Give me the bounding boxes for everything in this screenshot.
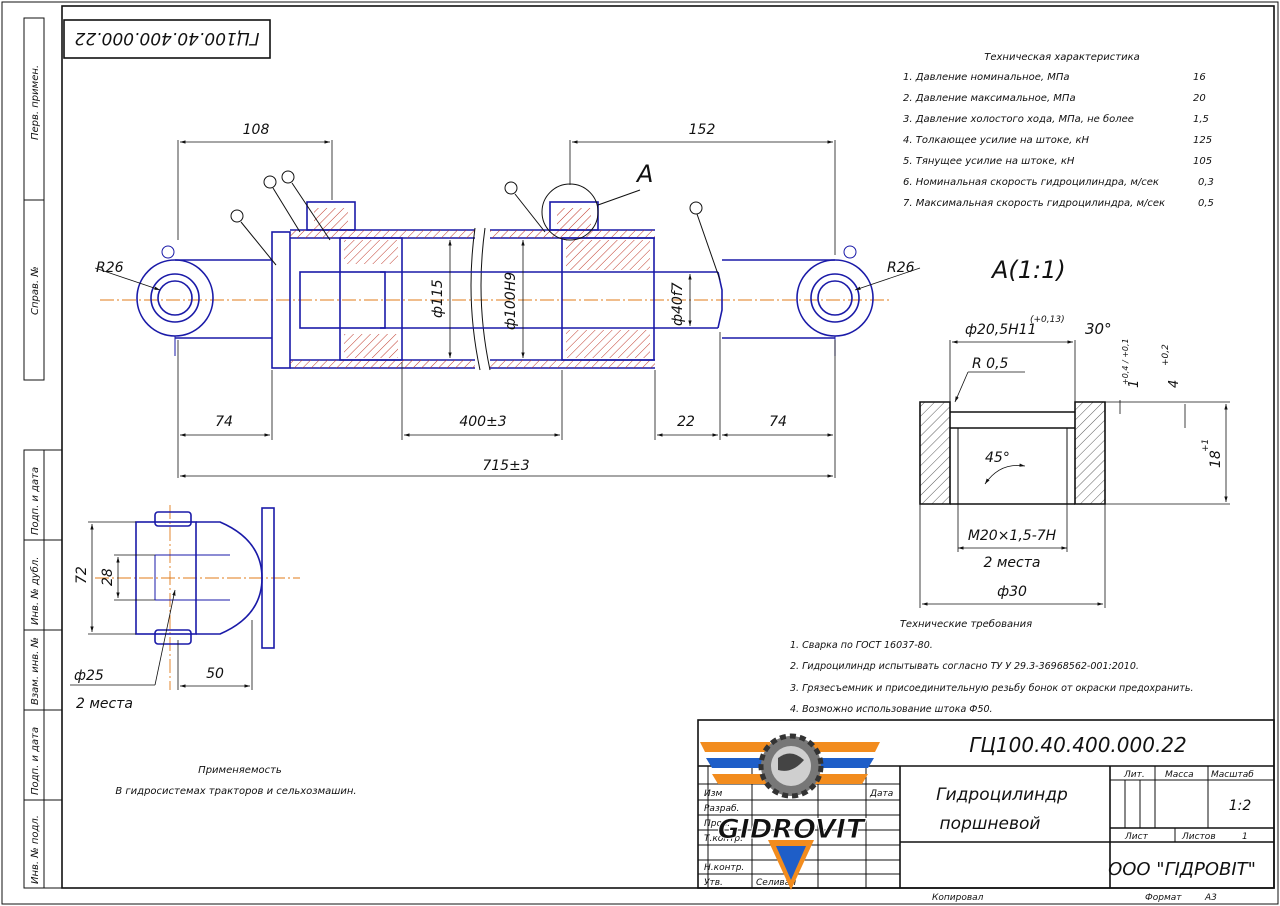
tech-req-item-1: 1. Сварка по ГОСТ 16037-80. xyxy=(790,640,933,651)
tech-characteristics: Техническая характеристика 1. Давление н… xyxy=(903,52,1214,209)
detail-d20-tol: (+0,13) xyxy=(1030,315,1065,325)
sheets-value: 1 xyxy=(1242,832,1248,842)
detail-title: А(1:1) xyxy=(990,256,1066,284)
side-label-5: Взам. инв. № xyxy=(30,637,41,705)
sheets-word: Листов xyxy=(1181,832,1216,842)
detail-d30: ф30 xyxy=(997,584,1027,600)
side-label-4: Инв. № дубл. xyxy=(29,557,41,625)
tech-char-label-3: 3. Давление холостого хода, МПа, не боле… xyxy=(903,113,1134,125)
dim-72: 72 xyxy=(74,566,90,584)
detail-r05: R 0,5 xyxy=(972,356,1009,372)
stamp-row-nkontr: Н.контр. xyxy=(704,863,744,873)
side-label-1: Перв. примен. xyxy=(30,65,41,140)
side-label-7: Инв. № подл. xyxy=(30,815,41,884)
stamp-row-razrab: Разраб. xyxy=(704,804,739,814)
dim-22: 22 xyxy=(677,414,695,430)
tech-char-label-4: 4. Толкающее усилие на штоке, кН xyxy=(903,135,1089,146)
stamp-row-prov: Пров. xyxy=(704,819,730,829)
dim-d40: ф40f7 xyxy=(670,282,686,326)
stamp-row-utv: Утв. xyxy=(704,878,723,888)
tech-char-value-2: 20 xyxy=(1193,93,1206,104)
detail-d20: ф20,5H11 xyxy=(965,322,1036,338)
title-line1: Гидроцилиндр xyxy=(936,785,1068,805)
tech-char-label-1: 1. Давление номинальное, МПа xyxy=(903,72,1070,83)
logo-text: GIDROVIT xyxy=(718,814,867,845)
side-label-6: Подп. и дата xyxy=(30,727,41,795)
dim-152: 152 xyxy=(689,122,716,138)
detail-a-label: А xyxy=(635,160,653,188)
dim-r26-left: R26 xyxy=(96,260,124,276)
tech-char-value-6: 0,3 xyxy=(1198,177,1214,188)
stamp-utv-name: Селиван xyxy=(756,878,796,888)
tech-char-value-3: 1,5 xyxy=(1193,114,1209,125)
tech-char-value-7: 0,5 xyxy=(1198,198,1214,209)
eye-side-view: 72 28 ф25 2 места 50 xyxy=(70,505,300,712)
dim-108: 108 xyxy=(243,122,270,138)
dim-d115: ф115 xyxy=(430,279,446,318)
dim-28: 28 xyxy=(100,568,116,586)
tech-char-value-1: 16 xyxy=(1193,72,1206,83)
detail-d18: 18 xyxy=(1208,450,1224,468)
tech-req-title: Технические требования xyxy=(900,618,1032,630)
tech-char-label-7: 7. Максимальная скорость гидроцилиндра, … xyxy=(903,198,1165,209)
mass-header: Масса xyxy=(1165,770,1194,780)
side-label-2: Справ. № xyxy=(30,266,41,315)
side-label-3: Подп. и дата xyxy=(30,467,41,535)
dim-74-right: 74 xyxy=(769,414,787,430)
tech-char-label-5: 5. Тянущее усилие на штоке, кН xyxy=(903,156,1075,167)
main-dimensions: 108 152 А R26 R26 ф115 ф100Н9 ф40f7 74 4… xyxy=(94,122,921,478)
scale-header: Масштаб xyxy=(1211,770,1254,780)
applicability-text: В гидросистемах тракторов и сельхозмашин… xyxy=(115,786,356,797)
stamp-row-tkontr: Т.контр. xyxy=(704,834,743,844)
detail-a30: 30° xyxy=(1085,320,1112,338)
format-label: Формат xyxy=(1145,893,1182,903)
detail-d4-tol: +0,2 xyxy=(1161,344,1171,366)
side-labels: Перв. примен. Справ. № Подп. и дата Инв.… xyxy=(29,65,41,884)
sheet-word: Лист xyxy=(1124,832,1149,842)
applicability: Применяемость В гидросистемах тракторов … xyxy=(115,765,356,797)
rotated-number-box: ГЦ100.40.400.000.22 xyxy=(63,19,271,59)
tech-req-item-2: 2. Гидроцилиндр испытывать согласно ТУ У… xyxy=(790,661,1139,672)
detail-d1: 1 xyxy=(1127,380,1142,388)
stamp-date-label: Дата xyxy=(869,789,893,799)
scale-value: 1:2 xyxy=(1229,798,1252,814)
drawing-number-rotated: ГЦ100.40.400.000.22 xyxy=(75,28,260,48)
dim-74-left: 74 xyxy=(215,414,233,430)
lit-header: Лит. xyxy=(1123,770,1145,780)
detail-thread: М20×1,5-7Н xyxy=(968,528,1057,544)
tech-char-label-6: 6. Номинальная скорость гидроцилиндра, м… xyxy=(903,177,1159,188)
applicability-title: Применяемость xyxy=(198,765,282,776)
tech-char-value-4: 125 xyxy=(1193,135,1212,146)
format-value: А3 xyxy=(1204,893,1217,903)
tech-requirements: Технические требования 1. Сварка по ГОСТ… xyxy=(790,618,1194,715)
gidrovit-logo: GIDROVIT xyxy=(700,733,880,890)
detail-mesta: 2 места xyxy=(984,555,1041,571)
drawing-number: ГЦ100.40.400.000.22 xyxy=(969,733,1187,757)
stamp-row-izm: Изм xyxy=(704,789,723,799)
detail-a45: 45° xyxy=(985,450,1010,466)
company-name: ООО "ГІДРОВІТ" xyxy=(1108,859,1256,880)
tech-req-item-4: 4. Возможно использование штока Ф50. xyxy=(790,704,993,715)
detail-d18-tol: +1 xyxy=(1201,439,1211,452)
dim-r26-right: R26 xyxy=(887,260,915,276)
dim-50: 50 xyxy=(206,666,224,682)
title-line2: поршневой xyxy=(940,814,1041,834)
dim-400: 400±3 xyxy=(459,414,506,430)
tech-char-label-2: 2. Давление максимальное, МПа xyxy=(903,93,1076,104)
dim-d100: ф100Н9 xyxy=(503,272,519,330)
detail-a-view: А(1:1) ф20,5H11 (+0,13) 30° R 0,5 1 +0,4… xyxy=(919,256,1230,608)
cylinder-main-view xyxy=(100,170,890,371)
dim-d25: ф25 xyxy=(74,668,104,684)
tech-char-value-5: 105 xyxy=(1193,156,1212,167)
tech-req-item-3: 3. Грязесъемник и присоединительную резь… xyxy=(790,683,1194,694)
dim-2mesta-left: 2 места xyxy=(76,696,133,712)
dim-715: 715±3 xyxy=(482,458,529,474)
copied-label: Копировал xyxy=(932,893,984,903)
tech-char-title: Техническая характеристика xyxy=(984,52,1140,63)
detail-d4: 4 xyxy=(1167,380,1182,388)
detail-d1-tol: +0,4 / +0,1 xyxy=(1121,338,1130,385)
